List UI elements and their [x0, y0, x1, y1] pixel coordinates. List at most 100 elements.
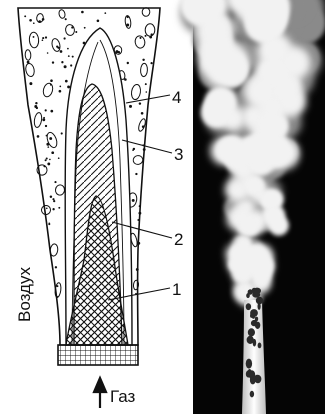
core-fleck — [258, 303, 261, 310]
particle-dot — [47, 162, 50, 165]
particle-dot — [64, 37, 66, 39]
plume-puff — [276, 87, 306, 117]
particle-dot — [49, 159, 51, 161]
particle-dot — [70, 64, 72, 66]
core-fleck — [246, 293, 250, 298]
plume-puff — [251, 246, 271, 266]
particle-dot — [139, 102, 141, 104]
particle-dot — [61, 132, 63, 134]
particle-dot — [137, 242, 140, 245]
particle-dot — [53, 200, 55, 202]
particle-dot — [50, 195, 52, 197]
particle-dot — [132, 199, 135, 202]
zone-label-3: 3 — [174, 145, 183, 164]
particle-dot — [58, 207, 60, 209]
particle-dot — [127, 62, 129, 64]
particle-dot — [59, 90, 62, 93]
particle-dot — [45, 125, 47, 127]
particle-dot — [97, 20, 100, 23]
particle-dot — [43, 117, 45, 119]
particle-dot — [42, 118, 45, 121]
plume-puff — [266, 141, 292, 167]
particle-dot — [35, 102, 37, 104]
particle-dot — [75, 31, 77, 33]
particle-dot — [137, 219, 139, 221]
core-fleck — [254, 375, 259, 382]
core-fleck — [246, 359, 252, 369]
plume-puff — [202, 30, 233, 61]
particle-dot — [145, 83, 147, 85]
particle-dot — [68, 55, 70, 57]
particle-dot — [126, 24, 129, 27]
particle-dot — [64, 65, 67, 68]
particle-dot — [61, 61, 63, 63]
particle-dot — [141, 112, 144, 115]
particle-dot — [47, 52, 49, 54]
core-fleck — [253, 339, 257, 347]
particle-dot — [150, 62, 152, 64]
particle-dot — [50, 79, 53, 82]
zone-label-2: 2 — [174, 230, 183, 249]
particle-dot — [65, 18, 67, 20]
air-label: Воздух — [15, 267, 34, 322]
particle-dot — [146, 91, 148, 93]
particle-dot — [50, 110, 53, 113]
particle-dot — [29, 19, 32, 22]
plume-puff — [225, 178, 250, 203]
core-fleck — [255, 317, 258, 322]
particle-dot — [42, 37, 44, 39]
plume-puff — [234, 204, 252, 222]
plume-puff — [254, 0, 289, 34]
core-fleck — [252, 292, 260, 298]
particle-dot — [129, 105, 132, 108]
particle-dot — [138, 212, 141, 215]
particle-dot — [67, 48, 69, 50]
particle-dot — [37, 135, 40, 138]
particle-dot — [33, 22, 35, 24]
particle-dot — [58, 157, 60, 159]
particle-dot — [24, 15, 26, 17]
particle-dot — [36, 107, 38, 109]
particle-dot — [104, 12, 106, 14]
particle-dot — [143, 148, 146, 151]
particle-dot — [56, 285, 58, 287]
core-fleck — [255, 322, 260, 329]
particle-dot — [52, 208, 54, 210]
plume-puff — [260, 190, 280, 210]
zone-label-1: 1 — [172, 280, 181, 299]
gas-arrow-icon — [94, 378, 106, 408]
particle-dot — [45, 36, 47, 38]
particle-dot — [59, 86, 61, 88]
particle-dot — [52, 61, 54, 63]
particle-dot — [46, 157, 48, 159]
particle-dot — [47, 146, 49, 148]
particle-dot — [45, 159, 47, 161]
particle-dot — [132, 149, 134, 151]
core-fleck — [246, 303, 251, 310]
flame-photograph — [180, 0, 325, 414]
particle-dot — [145, 35, 147, 37]
gas-inlet-label: Газ — [110, 387, 136, 406]
particle-dot — [49, 137, 52, 140]
particle-dot — [116, 50, 119, 53]
particle-dot — [84, 27, 86, 29]
core-fleck — [250, 391, 254, 398]
plume-puff — [210, 137, 238, 165]
particle-dot — [51, 151, 54, 154]
plume-puff — [235, 233, 250, 248]
particle-dot — [139, 37, 141, 39]
particle-dot — [45, 109, 47, 111]
plume-puff — [256, 32, 292, 68]
particle-dot — [136, 268, 139, 271]
particle-dot — [33, 36, 35, 38]
particle-dot — [55, 266, 57, 268]
particle-dot — [67, 85, 70, 88]
particle-dot — [65, 80, 68, 83]
particle-dot — [46, 207, 48, 209]
burner-base — [58, 345, 138, 365]
particle-dot — [42, 39, 44, 41]
flame-schematic: 4 3 2 1 Воздух Газ — [15, 7, 183, 408]
particle-dot — [48, 223, 50, 225]
core-fleck — [250, 309, 258, 317]
